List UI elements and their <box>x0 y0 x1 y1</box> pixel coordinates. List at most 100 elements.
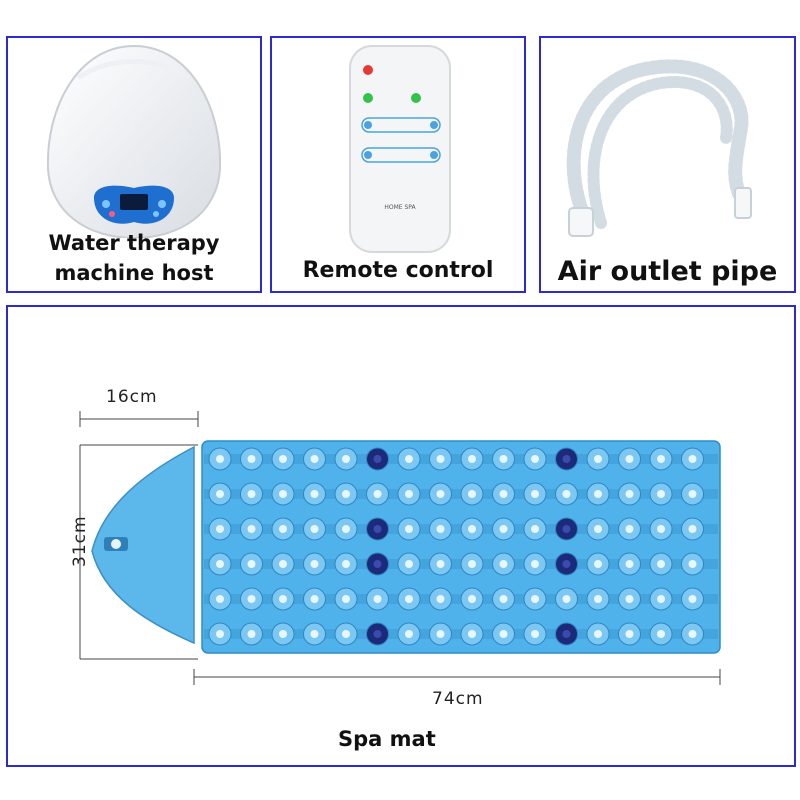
mat-air-hole-center <box>342 490 350 498</box>
mat-air-hole-center <box>342 525 350 533</box>
pipe-panel: Air outlet pipe <box>539 36 796 293</box>
mat-air-hole-center <box>468 595 476 603</box>
host-panel: Water therapy machine host <box>6 36 262 293</box>
mat-air-hole-center <box>342 560 350 568</box>
water-therapy-machine-icon <box>46 44 222 238</box>
remote-caption: Remote control <box>302 258 494 283</box>
remote-label: HOME SPA <box>384 204 416 211</box>
mat-air-hole-center <box>499 455 508 463</box>
mat-air-hole-center <box>531 560 539 568</box>
mat-air-hole-center <box>342 630 350 638</box>
mat-air-hole-center <box>436 595 445 603</box>
mat-panel: 16cm 31cm 74cm Spa mat <box>6 305 796 767</box>
mat-air-hole-center <box>657 455 665 463</box>
mat-air-hole-center <box>247 595 256 603</box>
mat-air-hole-center <box>216 630 224 638</box>
mat-caption: Spa mat <box>338 727 436 751</box>
mat-air-hole-center <box>688 560 697 568</box>
mat-air-hole-center <box>657 595 665 603</box>
mat-air-hole-center <box>247 455 256 463</box>
mat-air-hole-center <box>531 455 539 463</box>
mat-air-hole-center <box>688 595 697 603</box>
mat-air-hole-center <box>499 560 508 568</box>
mat-air-hole-center <box>436 525 445 533</box>
mat-air-hole-center <box>247 490 256 498</box>
mat-air-hole-center <box>562 595 571 603</box>
mat-air-hole-center <box>247 630 256 638</box>
mat-air-hole-center <box>405 630 413 638</box>
mat-air-hole-center <box>342 455 350 463</box>
mat-air-hole-center <box>531 490 539 498</box>
mat-air-hole-center <box>594 595 602 603</box>
mat-height-label: 31cm <box>70 515 90 567</box>
mat-air-hole-center <box>310 490 319 498</box>
mat-air-hole-center <box>436 490 445 498</box>
mat-air-hole-center <box>657 490 665 498</box>
mat-air-hole-center <box>279 595 287 603</box>
mat-air-hole-center <box>373 455 382 463</box>
mat-air-hole-center <box>405 595 413 603</box>
mat-air-hole-center <box>405 455 413 463</box>
mat-air-hole-center <box>216 595 224 603</box>
mat-air-hole-center <box>279 490 287 498</box>
mat-air-hole-center <box>468 455 476 463</box>
mat-air-hole-center <box>216 525 224 533</box>
mat-air-hole-center <box>499 595 508 603</box>
mat-air-hole-center <box>562 560 571 568</box>
mat-air-hole-center <box>216 455 224 463</box>
host-caption: Water therapy machine host <box>8 228 260 288</box>
mat-air-hole-center <box>373 560 382 568</box>
mat-air-hole-center <box>625 595 634 603</box>
mat-width-label: 16cm <box>106 387 158 407</box>
mat-air-hole-center <box>625 630 634 638</box>
mat-air-hole-center <box>562 490 571 498</box>
mat-air-hole-center <box>562 630 571 638</box>
mat-air-hole-center <box>531 595 539 603</box>
mat-air-hole-center <box>531 630 539 638</box>
mat-air-hole-center <box>310 525 319 533</box>
mat-air-hole-center <box>594 490 602 498</box>
mat-air-hole-center <box>468 490 476 498</box>
mat-air-hole-center <box>594 630 602 638</box>
host-caption-line1: Water therapy <box>48 231 220 255</box>
mat-air-hole-center <box>405 490 413 498</box>
mat-air-hole-center <box>625 560 634 568</box>
mat-air-hole-center <box>531 525 539 533</box>
mat-air-hole-center <box>468 630 476 638</box>
mat-air-hole-center <box>279 455 287 463</box>
remote-panel: HOME SPA Remote control <box>270 36 526 293</box>
mat-length-label: 74cm <box>432 689 484 709</box>
mat-air-hole-center <box>625 525 634 533</box>
mat-air-hole-center <box>216 490 224 498</box>
air-outlet-pipe-icon <box>566 59 752 237</box>
mat-air-hole-center <box>342 595 350 603</box>
mat-air-hole-center <box>373 595 382 603</box>
mat-air-hole-center <box>436 630 445 638</box>
mat-air-hole-center <box>310 630 319 638</box>
mat-air-hole-center <box>468 525 476 533</box>
mat-air-hole-center <box>279 525 287 533</box>
mat-air-hole-center <box>499 630 508 638</box>
mat-air-hole-center <box>279 560 287 568</box>
mat-air-hole-center <box>436 455 445 463</box>
mat-air-hole-center <box>468 560 476 568</box>
mat-air-hole-center <box>216 560 224 568</box>
mat-air-hole-center <box>562 525 571 533</box>
mat-air-hole-center <box>594 525 602 533</box>
mat-air-hole-center <box>247 560 256 568</box>
mat-air-hole-center <box>499 490 508 498</box>
mat-air-hole-center <box>310 595 319 603</box>
mat-air-hole-center <box>373 490 382 498</box>
mat-air-hole-center <box>657 525 665 533</box>
spa-mat-illustration <box>79 411 721 685</box>
mat-air-hole-center <box>688 490 697 498</box>
mat-air-hole-center <box>405 525 413 533</box>
pipe-caption: Air outlet pipe <box>557 256 778 287</box>
mat-air-hole-center <box>594 455 602 463</box>
mat-air-hole-center <box>688 630 697 638</box>
mat-air-hole-center <box>688 455 697 463</box>
mat-air-hole-center <box>688 525 697 533</box>
host-caption-line2: machine host <box>54 261 214 285</box>
mat-air-hole-center <box>310 455 319 463</box>
mat-air-hole-center <box>405 560 413 568</box>
